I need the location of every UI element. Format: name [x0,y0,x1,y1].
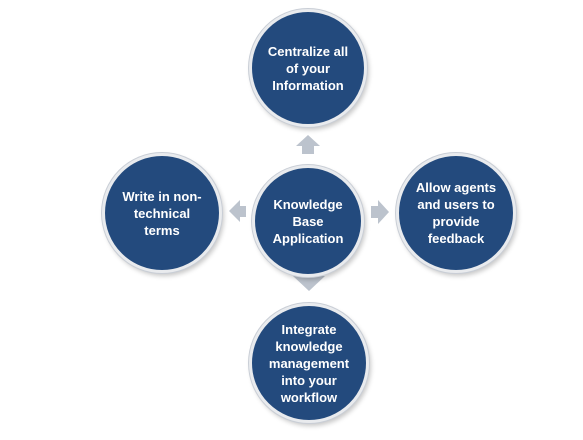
node-label: Allow agents and users to provide feedba… [415,180,497,246]
arrow-left [229,200,246,222]
node-label: Centralize all of your Information [267,43,349,93]
node-write-non-technical: Write in non- technical terms [102,153,222,273]
node-allow-feedback: Allow agents and users to provide feedba… [396,153,516,273]
node-label: Integrate knowledge management into your… [268,321,350,405]
node-label: Write in non- technical terms [122,188,202,238]
node-label: Knowledge Base Application [272,196,344,246]
arrow-right [371,200,389,224]
node-knowledge-base-application: Knowledge Base Application [252,165,364,277]
arrow-up [296,135,320,154]
node-integrate-workflow: Integrate knowledge management into your… [249,303,369,423]
node-centralize-information: Centralize all of your Information [249,9,367,127]
arrow-down [293,268,325,291]
